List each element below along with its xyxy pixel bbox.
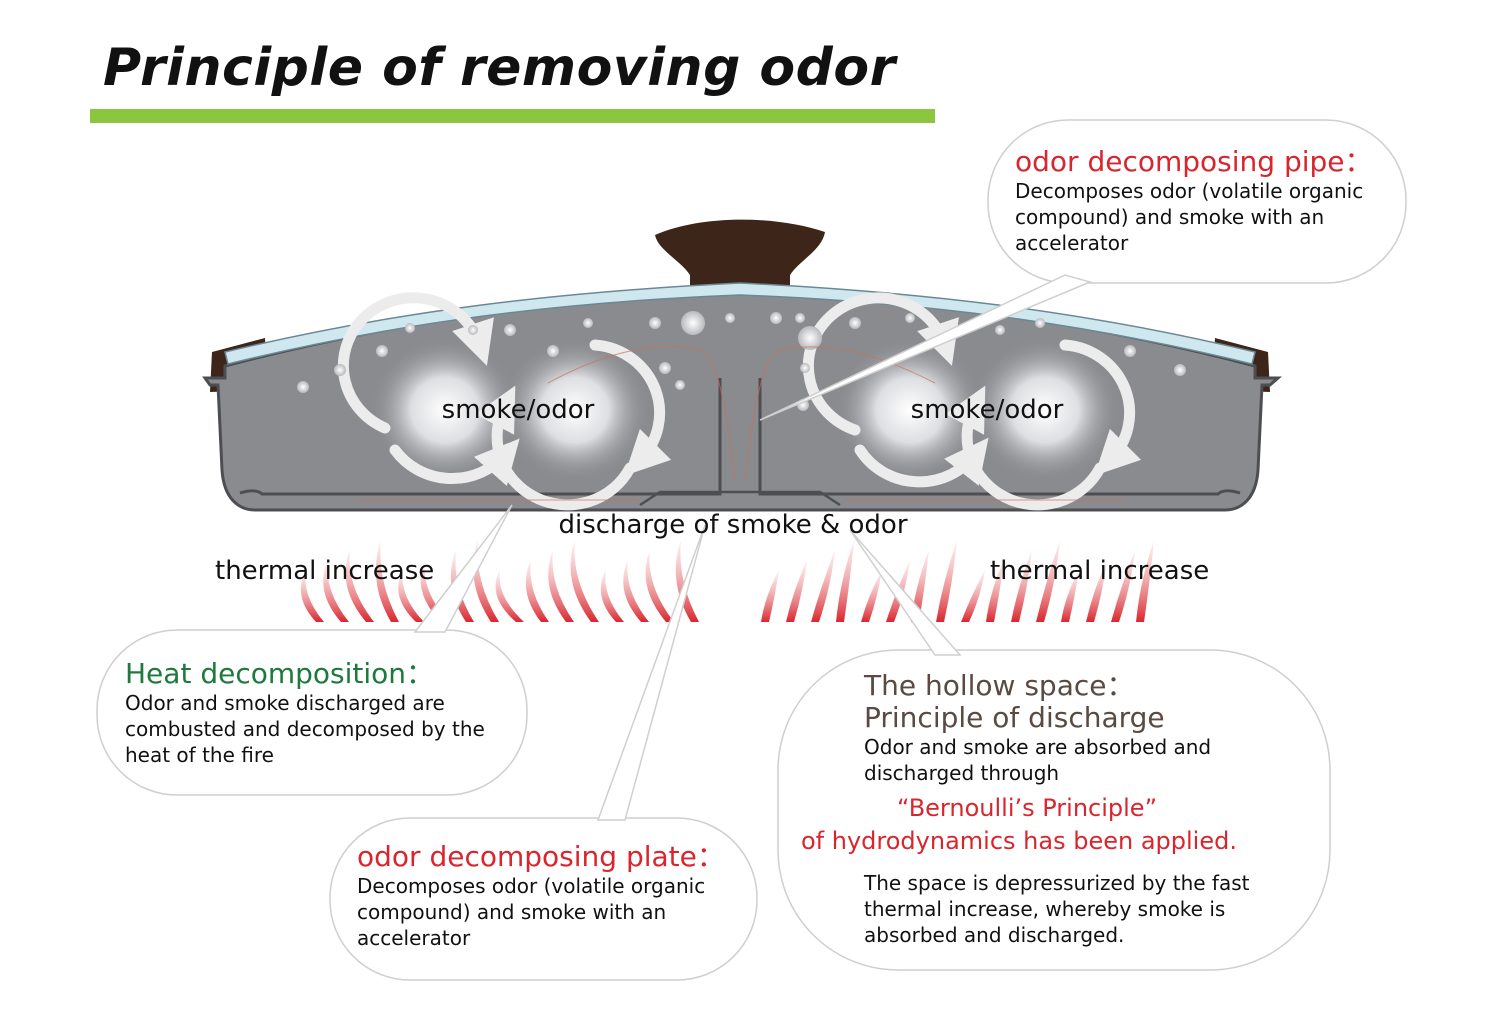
swirl-arrow-1 [337,292,494,434]
callout-plate-line-1: Decomposes odor (volatile organic [357,874,706,898]
callout-hollow-highlight-2: of hydrodynamics has been applied. [801,827,1237,855]
flame [375,540,399,622]
callout-pipe-line-3: accelerator [1015,231,1129,255]
flame [961,570,985,622]
flame [761,570,779,622]
callout-plate-bubble [329,817,758,981]
callout-hollow-line-1: Odor and smoke are absorbed and [864,735,1212,759]
smoke-particles [297,311,1186,411]
flame [525,560,549,622]
discharge-label: discharge of smoke & odor [558,510,907,540]
flame [1061,570,1079,622]
flame [495,570,524,622]
callout-plate-line-2: compound) and smoke with an [357,900,667,924]
callout-plate: odor decomposing plate： Decomposes odor … [357,841,725,951]
callout-hollow-footer-2: thermal increase, whereby smoke is [864,897,1226,921]
heat-flames [300,540,1154,622]
pipe-pointer [759,274,1093,421]
callout-heat: Heat decomposition： Odor and smoke disch… [125,658,485,768]
callout-plate-line-3: accelerator [357,926,471,950]
discharge-plate [639,490,841,507]
flame [600,570,624,622]
plate-pointer [596,524,706,821]
flame [811,550,835,622]
callout-heat-line-1: Odor and smoke discharged are [125,691,445,715]
flame [861,570,882,622]
flame [645,550,674,622]
callout-pointers [413,274,1093,821]
callout-pipe-line-1: Decomposes odor (volatile organic [1015,179,1364,203]
flame [1011,550,1032,622]
swirl-arrow-8 [945,385,1106,511]
glass-lid [224,282,1256,365]
callout-pipe-bubble [987,119,1407,284]
flame [398,570,424,622]
circulation-arrows [337,292,1142,511]
callout-hollow-footer: The space is depressurized by the fast t… [864,870,1249,948]
page-title: Principle of removing odor [103,38,896,98]
callout-hollow-line-2: discharged through [864,761,1060,785]
flame [323,560,349,622]
flame [473,540,499,622]
callout-hollow: The hollow space： Principle of discharge… [864,670,1211,786]
flame [1111,550,1135,622]
smoke-label-right: smoke/odor [911,395,1064,425]
callout-hollow-highlight-1: “Bernoulli’s Principle” [897,794,1158,822]
swirl-arrow-5 [802,292,959,436]
callout-heat-bubble [96,629,528,796]
callout-pipe-line-2: compound) and smoke with an [1015,205,1325,229]
swirl-arrow-3 [589,339,672,476]
hollow-pointer [849,529,962,656]
callout-heat-line-2: combusted and decomposed by the [125,717,485,741]
swirl-arrow-6 [854,437,989,488]
smoke-cloud-right-2 [970,338,1120,482]
flame [300,570,324,622]
smoke-cloud-left-2 [500,338,650,482]
title-underline [90,109,935,123]
flame [936,540,957,622]
swirl-arrow-7 [1059,339,1142,476]
swirl-arrow-4 [475,385,636,511]
flame [1086,560,1107,622]
thermal-label-right: thermal increase [990,556,1209,586]
callout-pipe-heading: odor decomposing pipe： [1015,145,1373,178]
thermal-label-left: thermal increase [215,556,434,586]
callout-hollow-heading-1: The hollow space： [864,669,1135,702]
flame [1036,540,1060,622]
lid-knob [655,219,825,300]
flame [345,550,374,622]
heat-pointer [413,504,513,633]
flame [836,540,854,622]
callout-hollow-footer-3: absorbed and discharged. [864,923,1125,947]
flame [548,550,574,622]
flame [986,560,1004,622]
callout-pipe: odor decomposing pipe： Decomposes odor (… [1015,146,1373,256]
callout-heat-line-3: heat of the fire [125,743,274,767]
callout-hollow-footer-1: The space is depressurized by the fast [864,871,1250,895]
callout-bubbles [96,119,1407,981]
flame [570,540,599,622]
callout-plate-heading: odor decomposing plate： [357,840,725,873]
flame [1136,540,1154,622]
callout-hollow-bubble [777,649,1331,971]
callout-heat-heading: Heat decomposition： [125,657,435,690]
swirl-arrow-2 [389,438,520,487]
callout-hollow-heading-2: Principle of discharge [864,701,1165,734]
smoke-label-left: smoke/odor [442,395,595,425]
flame [623,560,649,622]
flame [786,560,807,622]
pan-bottom-ridge [239,378,1241,496]
